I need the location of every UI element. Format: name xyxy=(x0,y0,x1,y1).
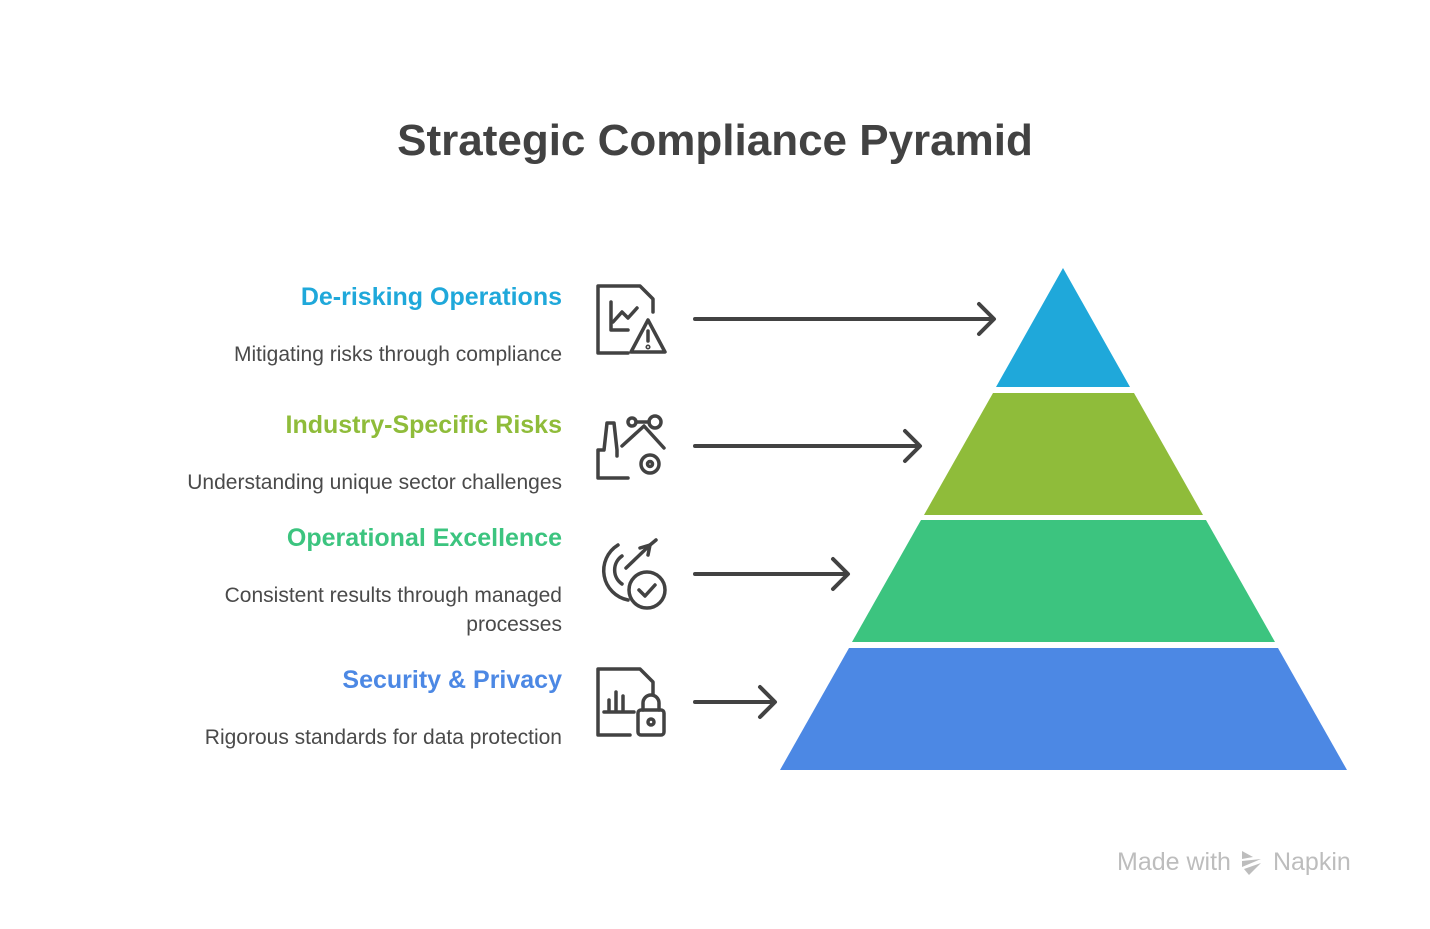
napkin-watermark: Made with Napkin xyxy=(1117,848,1351,877)
made-with-label: Made with xyxy=(1117,848,1231,876)
level-industry-risks: Industry-Specific Risks Understanding un… xyxy=(102,410,562,497)
level-title: Industry-Specific Risks xyxy=(285,411,562,439)
pyramid-layer-2 xyxy=(924,393,1203,515)
level-de-risking: De-risking Operations Mitigating risks t… xyxy=(102,282,562,369)
page-title: Strategic Compliance Pyramid xyxy=(397,116,1033,165)
level-security-privacy: Security & Privacy Rigorous standards fo… xyxy=(102,665,562,752)
target-check-icon xyxy=(601,538,667,610)
level-description: Mitigating risks through compliance xyxy=(234,343,562,366)
level-description: Rigorous standards for data protection xyxy=(204,726,562,749)
document-lock-icon xyxy=(596,667,666,737)
pyramid-layer-4 xyxy=(780,648,1347,770)
arrow-icon xyxy=(693,557,850,591)
level-description: Consistent results through managed proce… xyxy=(224,584,562,636)
level-operational-excellence: Operational Excellence Consistent result… xyxy=(162,523,562,639)
arrow-icon xyxy=(693,429,922,463)
arrow-icon xyxy=(693,302,996,336)
level-title: Operational Excellence xyxy=(286,524,562,552)
napkin-logo-icon xyxy=(1241,850,1261,875)
pyramid-layer-3 xyxy=(852,520,1275,642)
factory-gear-icon xyxy=(596,414,666,480)
napkin-brand: Napkin xyxy=(1272,848,1351,876)
chart-warning-icon xyxy=(596,284,667,355)
level-title: De-risking Operations xyxy=(300,283,562,311)
pyramid-layer-1 xyxy=(996,268,1130,387)
level-title: Security & Privacy xyxy=(342,666,562,694)
arrow-icon xyxy=(693,685,777,719)
level-description: Understanding unique sector challenges xyxy=(187,471,562,494)
